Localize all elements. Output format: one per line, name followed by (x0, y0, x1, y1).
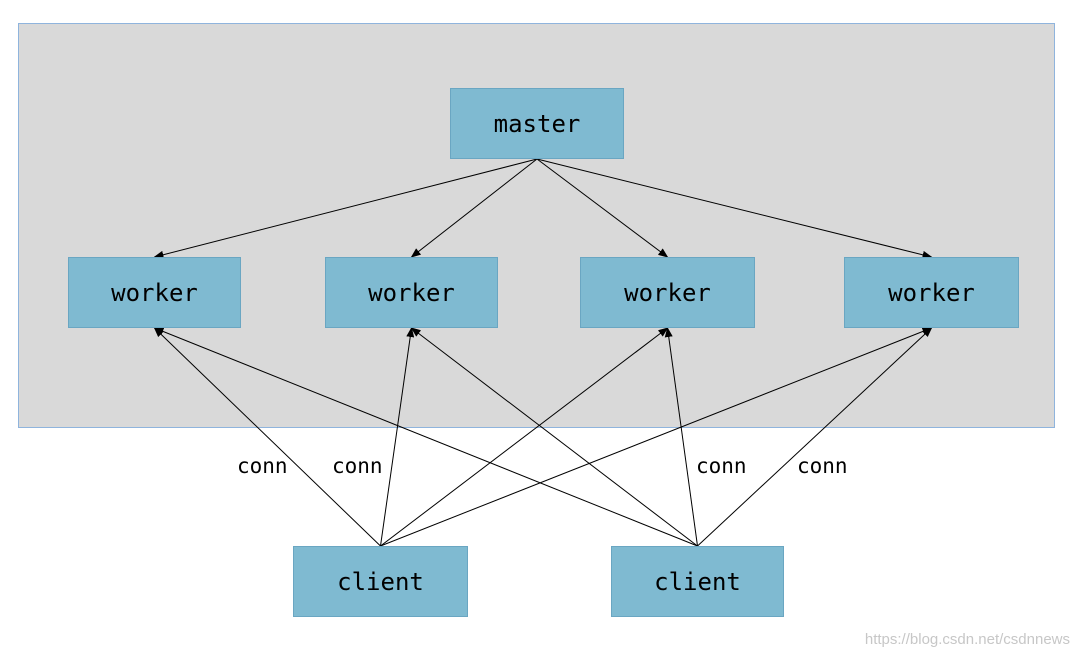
worker-node-2-label: worker (368, 278, 455, 307)
worker-node-3-label: worker (624, 278, 711, 307)
client-node-2-label: client (654, 567, 741, 596)
client-node-2: client (611, 546, 784, 617)
worker-node-1: worker (68, 257, 241, 328)
worker-node-3: worker (580, 257, 755, 328)
edge-label-conn-1: conn (237, 454, 288, 478)
worker-node-4-label: worker (888, 278, 975, 307)
worker-node-1-label: worker (111, 278, 198, 307)
server-group-background (18, 23, 1055, 428)
edge-label-conn-2: conn (332, 454, 383, 478)
client-node-1-label: client (337, 567, 424, 596)
client-node-1: client (293, 546, 468, 617)
edge-label-conn-3: conn (696, 454, 747, 478)
master-node-label: master (493, 109, 581, 138)
watermark-text: https://blog.csdn.net/csdnnews (864, 631, 1070, 648)
master-node: master (450, 88, 624, 159)
worker-node-2: worker (325, 257, 498, 328)
edge-label-conn-4: conn (797, 454, 848, 478)
worker-node-4: worker (844, 257, 1019, 328)
